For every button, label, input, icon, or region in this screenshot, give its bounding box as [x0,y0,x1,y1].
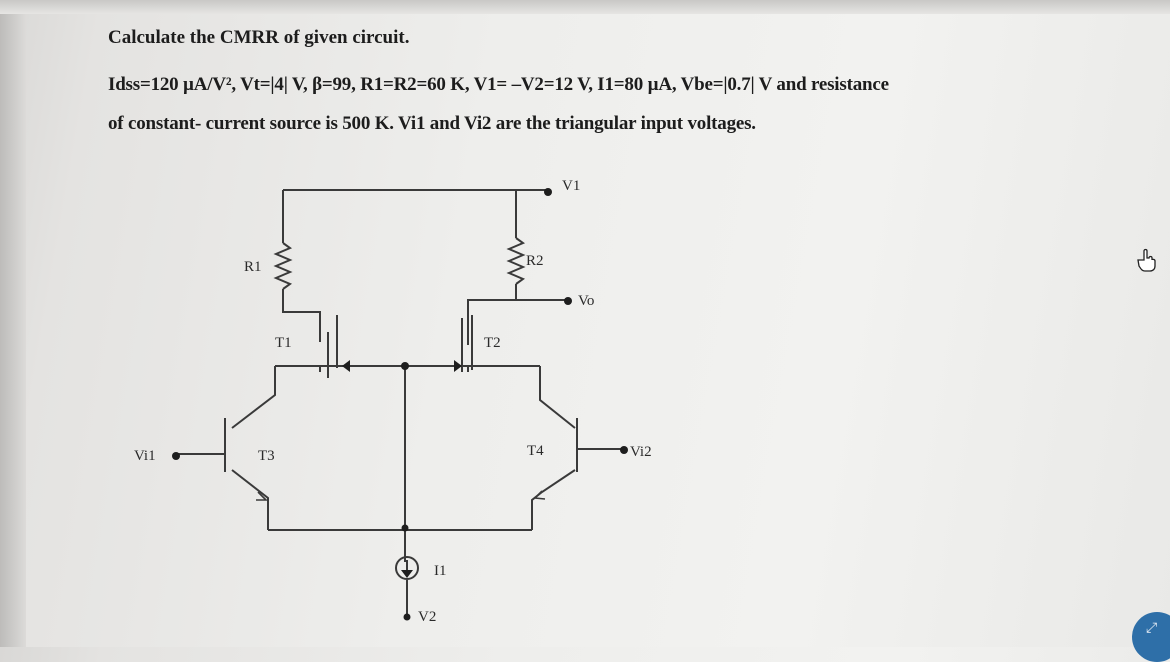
current-source [395,556,419,580]
t4-emitter-arrow [533,490,546,500]
t4-emitter [531,469,576,530]
vo-terminal [564,297,572,305]
vi2-terminal [620,446,628,454]
t3-emitter [231,469,269,530]
circuit-diagram: V1 R1 R2 Vo T1 T2 T3 T4 Vi1 Vi2 I1 V2 [134,178,652,625]
label-v2: V2 [418,609,436,625]
expand-button[interactable]: ⤢ [1132,612,1170,662]
bottom-junction [401,524,409,532]
label-vi2: Vi2 [630,444,652,460]
label-t3: T3 [258,448,275,464]
question-title: Calculate the CMRR of given circuit. [108,27,410,48]
label-r2: R2 [526,253,544,269]
t3-emitter-arrow [256,491,268,501]
t2-to-t4 [539,366,576,429]
question-parameters-cont: of constant- current source is 500 K. Vi… [108,113,756,134]
label-t4: T4 [527,443,544,459]
label-t1: T1 [275,335,292,351]
label-v1: V1 [562,178,580,194]
r2-resistor [506,237,526,285]
photo-bezel [0,0,26,647]
photo-top-edge [0,0,1170,14]
label-vo: Vo [578,293,594,309]
t1-to-t3 [231,366,276,429]
v2-terminal [403,613,411,621]
label-i1: I1 [434,563,447,579]
mouse-pointer-icon [1137,248,1156,272]
label-t2: T2 [484,335,501,351]
r2-to-t2 [467,284,517,345]
vi1-terminal [172,452,180,460]
r1-to-t1 [282,289,321,342]
question-parameters: Idss=120 µA/V², Vt=|4| V, β=99, R1=R2=60… [108,74,889,95]
center-junction [401,362,409,370]
v1-terminal [544,188,552,196]
r1-resistor [273,242,293,290]
t1-arrow [342,360,350,372]
expand-icon: ⤢ [1146,620,1158,636]
label-r1: R1 [244,259,262,275]
current-arrow-head [401,570,413,578]
t2-arrow [454,360,462,372]
label-vi1: Vi1 [134,448,156,464]
